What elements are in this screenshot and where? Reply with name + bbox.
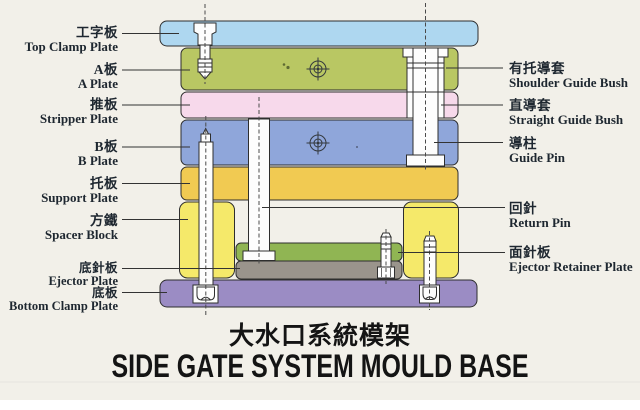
label-bottom-clamp-plate: 底板 Bottom Clamp Plate bbox=[9, 287, 118, 312]
speck bbox=[286, 65, 290, 70]
label-straight-guide-bush-en: Straight Guide Bush bbox=[509, 112, 624, 127]
label-ejector-plate-en: Ejector Plate bbox=[48, 273, 118, 288]
label-shoulder-guide-bush-zh: 有托導套 bbox=[509, 61, 565, 76]
scan-specks bbox=[282, 63, 358, 148]
label-spacer-block-zh: 方鐵 bbox=[90, 213, 118, 228]
label-support-plate-zh: 托板 bbox=[90, 176, 118, 191]
label-shoulder-guide-bush: 有托導套 Shoulder Guide Bush bbox=[509, 61, 628, 90]
label-straight-guide-bush: 直導套 Straight Guide Bush bbox=[509, 98, 624, 127]
label-stripper-plate-en: Stripper Plate bbox=[39, 111, 118, 126]
label-return-pin: 回針 Return Pin bbox=[509, 201, 571, 230]
label-ejector-retainer-plate: 面針板 Ejector Retainer Plate bbox=[509, 245, 633, 274]
label-ejector-retainer-plate-zh: 面針板 bbox=[509, 245, 551, 260]
label-stripper-plate-zh: 推板 bbox=[90, 97, 118, 112]
label-top-clamp-plate-zh: 工字板 bbox=[76, 25, 118, 40]
crosshair-marks bbox=[306, 57, 330, 155]
label-ejector-plate-zh: 底針板 bbox=[78, 261, 118, 275]
speck bbox=[282, 63, 286, 66]
label-bottom-clamp-plate-zh: 底板 bbox=[91, 286, 118, 300]
label-ejector-retainer-plate-en: Ejector Retainer Plate bbox=[509, 259, 633, 274]
label-straight-guide-bush-zh: 直導套 bbox=[509, 98, 551, 113]
label-b-plate: B板 B Plate bbox=[77, 139, 118, 168]
title-chinese: 大水口系統模架 bbox=[228, 323, 411, 350]
label-guide-pin: 導柱 Guide Pin bbox=[509, 136, 565, 165]
label-a-plate: A板 A Plate bbox=[77, 62, 118, 91]
label-b-plate-en: B Plate bbox=[77, 153, 118, 168]
label-shoulder-guide-bush-en: Shoulder Guide Bush bbox=[509, 75, 628, 90]
plate-bottom-clamp bbox=[159, 279, 478, 308]
centerlines bbox=[204, 3, 430, 316]
label-spacer-block: 方鐵 Spacer Block bbox=[44, 213, 118, 242]
label-a-plate-en: A Plate bbox=[77, 76, 118, 91]
label-return-pin-en: Return Pin bbox=[509, 215, 571, 230]
label-top-clamp-plate: 工字板 Top Clamp Plate bbox=[24, 25, 118, 54]
label-stripper-plate: 推板 Stripper Plate bbox=[39, 97, 118, 126]
scan-edge-strip bbox=[0, 400, 640, 410]
ejector-pin-head-dome bbox=[200, 296, 211, 301]
label-guide-pin-en: Guide Pin bbox=[509, 150, 565, 165]
label-top-clamp-plate-en: Top Clamp Plate bbox=[24, 39, 118, 54]
label-ejector-plate: 底針板 Ejector Plate bbox=[48, 262, 118, 287]
label-return-pin-zh: 回針 bbox=[509, 201, 537, 216]
label-spacer-block-en: Spacer Block bbox=[44, 227, 118, 242]
label-a-plate-zh: A板 bbox=[93, 62, 118, 77]
label-bottom-clamp-plate-en: Bottom Clamp Plate bbox=[8, 298, 118, 313]
title-english: SIDE GATE SYSTEM MOULD BASE bbox=[111, 348, 529, 384]
label-support-plate-en: Support Plate bbox=[41, 190, 118, 205]
leader-lines bbox=[122, 33, 505, 293]
speck bbox=[356, 146, 358, 148]
plate-ejector bbox=[235, 260, 403, 280]
plate-support bbox=[180, 166, 459, 201]
label-support-plate: 托板 Support Plate bbox=[41, 176, 118, 205]
label-guide-pin-zh: 導柱 bbox=[509, 136, 537, 151]
label-b-plate-zh: B板 bbox=[94, 139, 118, 154]
